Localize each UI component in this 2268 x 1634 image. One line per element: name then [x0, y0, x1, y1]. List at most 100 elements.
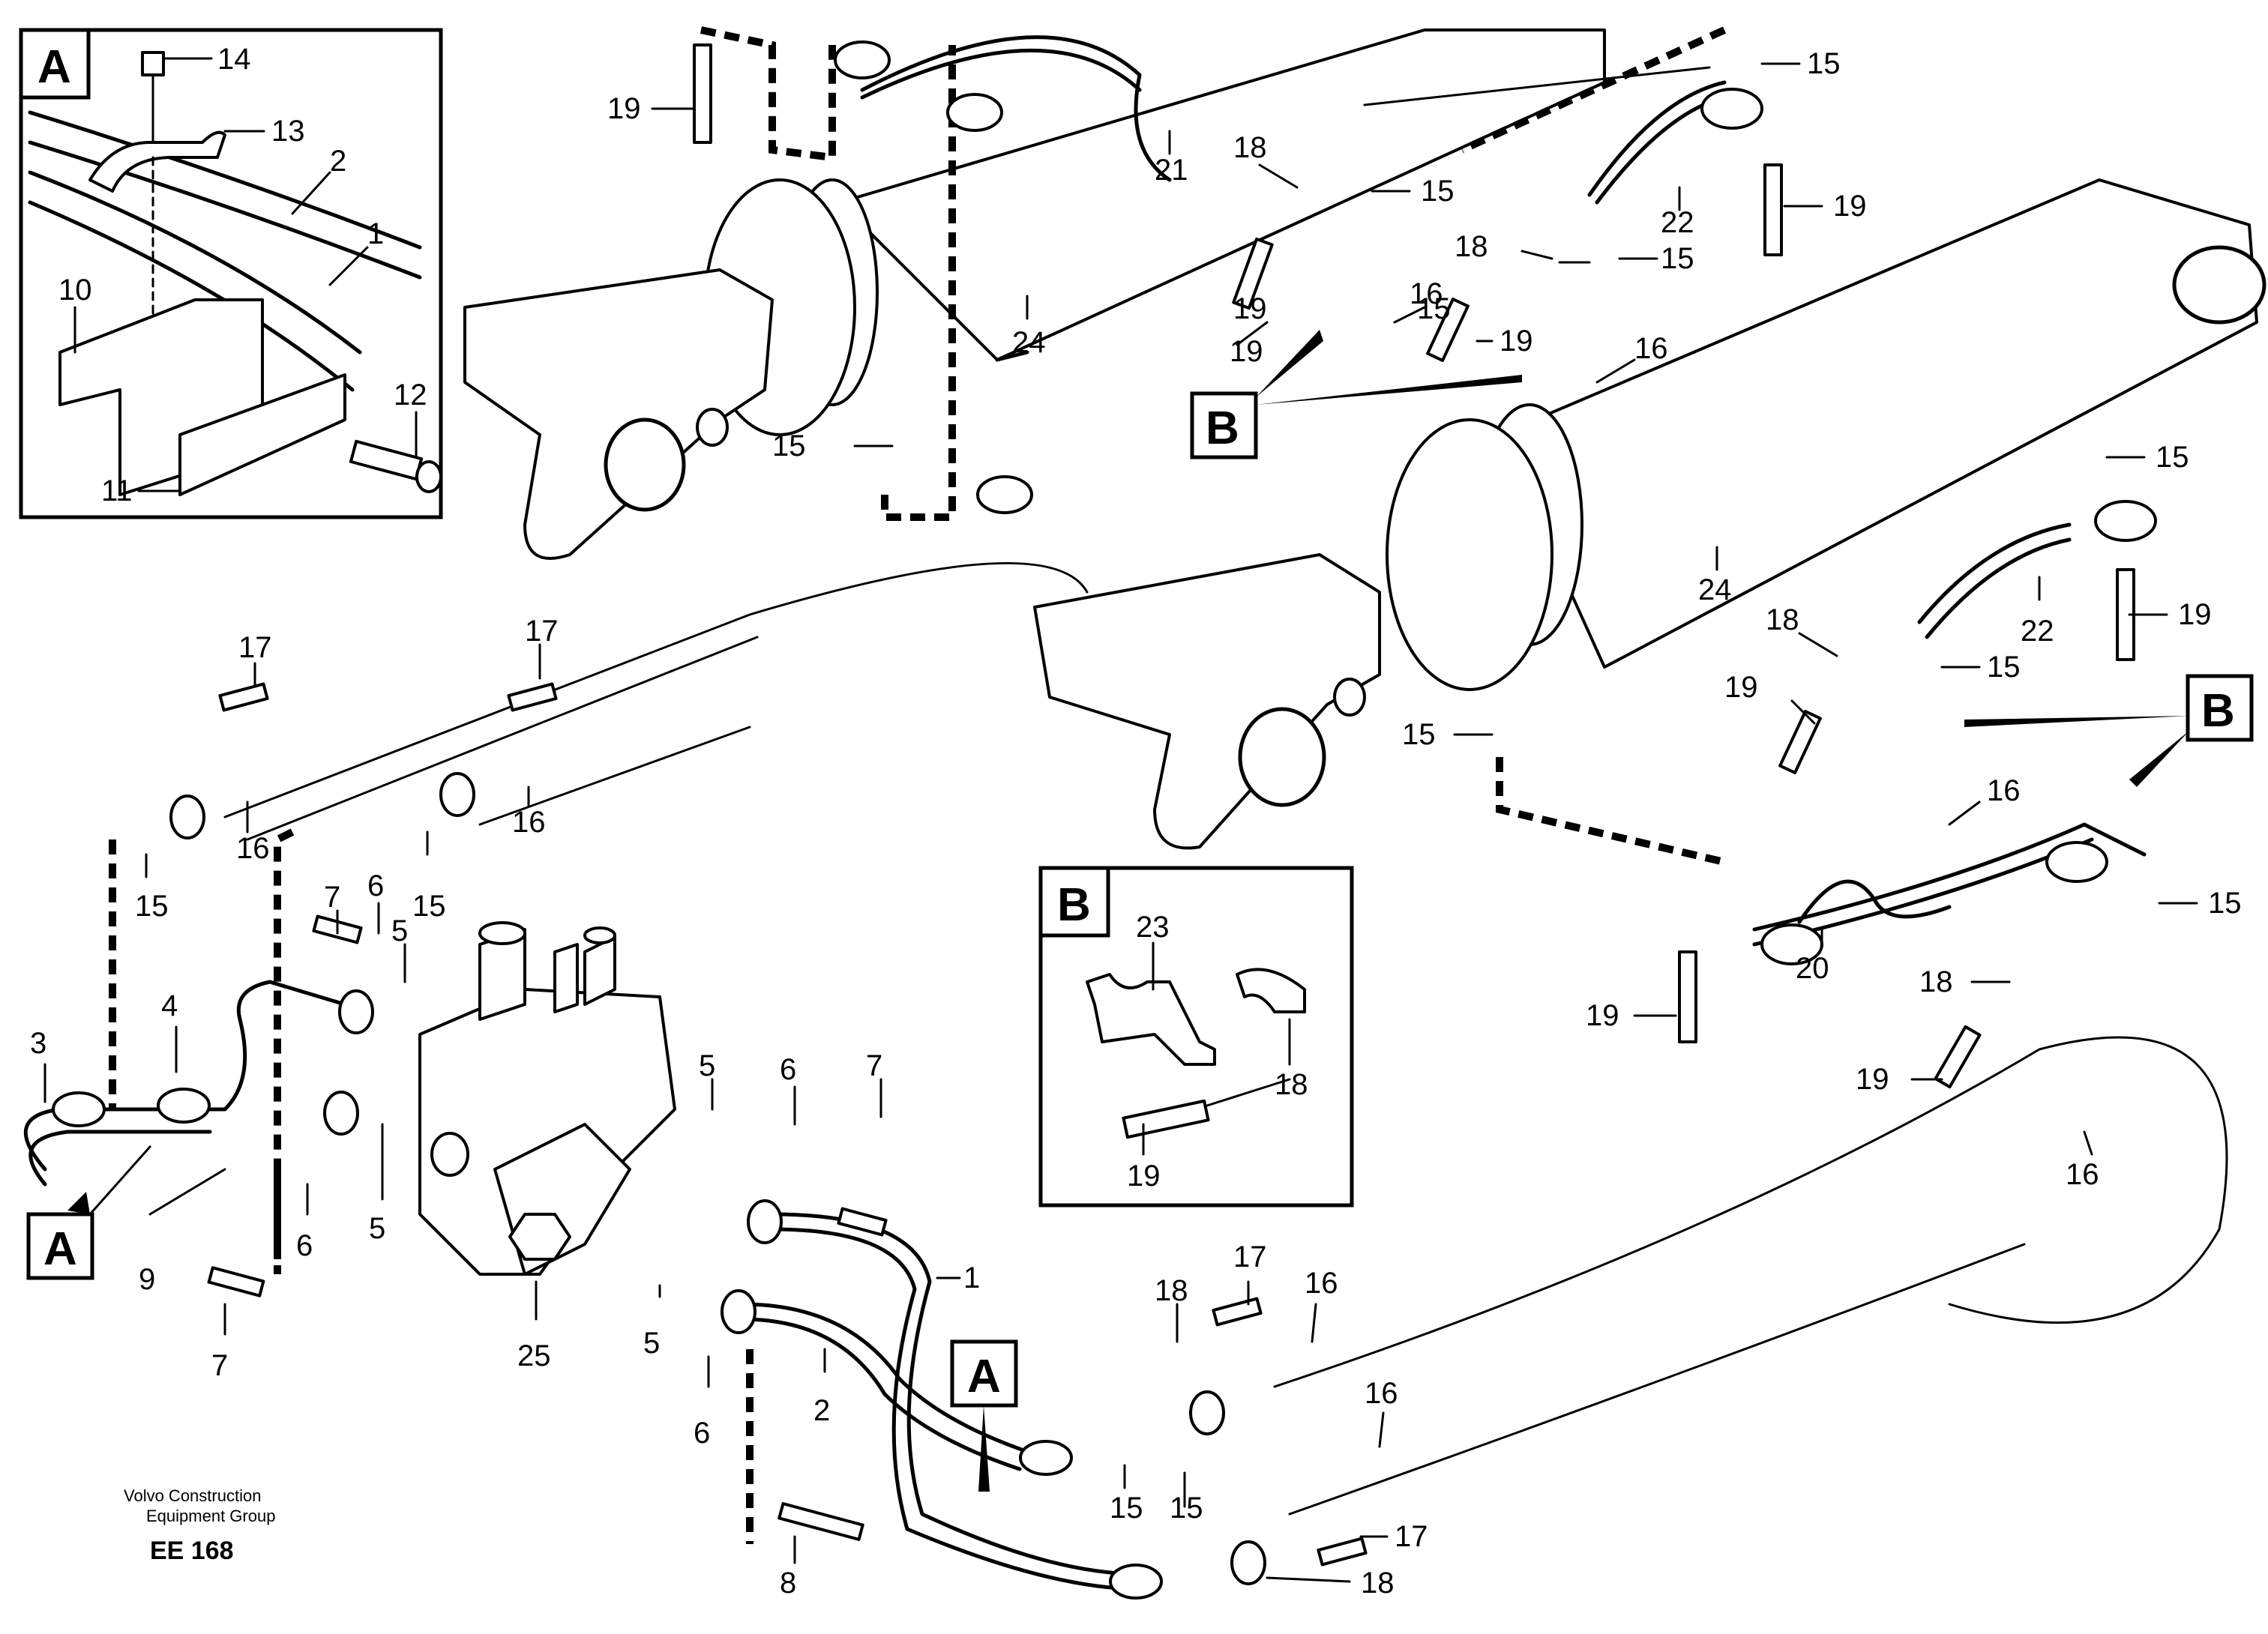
part-label-19: 19 [1724, 671, 1758, 704]
part-label-1: 1 [963, 1261, 980, 1294]
part-label-A: A [967, 1351, 1001, 1402]
inset-b: B 23 18 19 [1038, 866, 1354, 1208]
part-label-25: 25 [517, 1339, 551, 1372]
part-label-B: B [1206, 403, 1239, 454]
label-b-23: 23 [1136, 911, 1170, 944]
part-label-4: 4 [161, 989, 178, 1022]
part-label-6: 6 [367, 869, 384, 902]
part-label-16: 16 [2066, 1158, 2099, 1191]
label-a-12: 12 [394, 379, 427, 411]
part-label-19: 19 [1856, 1063, 1889, 1096]
label-a-10: 10 [58, 274, 92, 307]
part-label-19: 19 [2178, 598, 2212, 631]
part-label-3: 3 [30, 1027, 46, 1060]
label-a-2: 2 [330, 145, 346, 178]
callout-a-bottom: A [950, 1339, 1018, 1492]
control-valve-block [418, 921, 676, 1276]
part-label-6: 6 [296, 1229, 313, 1262]
part-label-6: 6 [694, 1417, 710, 1450]
label-b-18: 18 [1275, 1068, 1308, 1101]
part-label-24: 24 [1012, 326, 1046, 359]
part-label-7: 7 [211, 1349, 228, 1382]
part-label-16: 16 [1634, 332, 1668, 365]
part-label-16: 16 [512, 806, 546, 839]
footer-company-1: Volvo Construction [124, 1486, 261, 1505]
part-label-8: 8 [780, 1567, 796, 1600]
part-label-17: 17 [525, 615, 559, 648]
part-label-17: 17 [1233, 1240, 1267, 1273]
callout-b-right: B [1964, 674, 2254, 787]
inset-a-tag: A [37, 41, 71, 93]
part-label-15: 15 [1417, 292, 1451, 325]
part-label-5: 5 [391, 914, 408, 947]
footer-code: EE 168 [150, 1537, 234, 1565]
part-label-15: 15 [412, 890, 446, 923]
part-label-7: 7 [324, 881, 340, 914]
part-label-B: B [2201, 685, 2235, 737]
part-label-6: 6 [780, 1053, 796, 1086]
part-label-18: 18 [1766, 603, 1799, 636]
part-label-19: 19 [607, 92, 641, 125]
part-label-15: 15 [772, 429, 806, 462]
part-label-17: 17 [1395, 1520, 1428, 1553]
part-label-9: 9 [139, 1263, 155, 1296]
part-label-15: 15 [2208, 887, 2242, 920]
part-label-15: 15 [135, 890, 169, 923]
part-label-5: 5 [699, 1049, 715, 1082]
part-label-17: 17 [238, 631, 272, 664]
part-label-18: 18 [1233, 131, 1267, 164]
labels-lower-cylinder: 15 24 22 19 18 15 19 15 16 15 20 18 19 1… [1402, 441, 2242, 1191]
part-label-7: 7 [866, 1049, 882, 1082]
label-a-1: 1 [367, 217, 384, 250]
part-label-19: 19 [1833, 190, 1867, 223]
part-label-18: 18 [1455, 230, 1488, 263]
part-label-20: 20 [1796, 952, 1829, 985]
callout-a-left: A [26, 1145, 151, 1280]
part-label-19: 19 [1586, 999, 1619, 1032]
part-label-15: 15 [1987, 651, 2021, 684]
part-label-15: 15 [1807, 47, 1841, 80]
part-label-16: 16 [236, 832, 270, 865]
part-label-18: 18 [1361, 1567, 1395, 1600]
label-a-11: 11 [101, 474, 133, 507]
part-label-16: 16 [1365, 1377, 1398, 1410]
pipes [23, 26, 2228, 1591]
fittings [52, 40, 2157, 1600]
part-label-18: 18 [1919, 965, 1953, 998]
part-label-15: 15 [1421, 175, 1455, 208]
part-label-22: 22 [2021, 615, 2054, 648]
footer-company-2: Equipment Group [146, 1507, 275, 1525]
part-label-15: 15 [1402, 718, 1436, 751]
upper-cylinder [463, 28, 1606, 560]
callout-b-upper: B [1190, 330, 1522, 459]
part-label-A: A [43, 1223, 77, 1275]
part-label-19: 19 [1233, 292, 1267, 325]
label-b-19: 19 [1127, 1160, 1161, 1193]
part-label-24: 24 [1698, 573, 1732, 606]
part-label-16: 16 [1410, 277, 1443, 310]
part-label-16: 16 [1305, 1267, 1338, 1300]
part-label-18: 18 [1155, 1274, 1188, 1307]
part-label-19: 19 [1500, 325, 1533, 358]
label-a-13: 13 [271, 115, 305, 148]
part-label-15: 15 [2156, 441, 2189, 474]
bolts [207, 43, 2135, 1567]
inset-b-tag: B [1057, 879, 1091, 931]
part-label-16: 16 [1987, 774, 2021, 807]
part-label-5: 5 [369, 1212, 385, 1245]
inset-a: A 14 13 2 1 10 12 11 [19, 28, 443, 519]
part-label-19: 19 [1230, 335, 1263, 368]
part-label-2: 2 [813, 1394, 830, 1427]
part-label-15: 15 [1170, 1492, 1203, 1525]
footer: Volvo Construction Equipment Group EE 16… [124, 1486, 275, 1565]
part-label-21: 21 [1155, 154, 1188, 187]
label-a-14: 14 [217, 43, 251, 76]
labels-upper-cylinder: 19 21 18 15 15 19 24 15 15 18 19 16 22 1… [607, 47, 1867, 462]
part-label-15: 15 [1661, 242, 1694, 275]
lower-cylinder [1033, 178, 2267, 850]
labels-valve-area: 17 17 16 16 15 15 7 6 5 3 4 5 6 7 5 6 9 … [30, 615, 980, 1600]
part-label-5: 5 [643, 1327, 660, 1360]
part-label-15: 15 [1110, 1492, 1143, 1525]
part-label-22: 22 [1661, 206, 1694, 239]
